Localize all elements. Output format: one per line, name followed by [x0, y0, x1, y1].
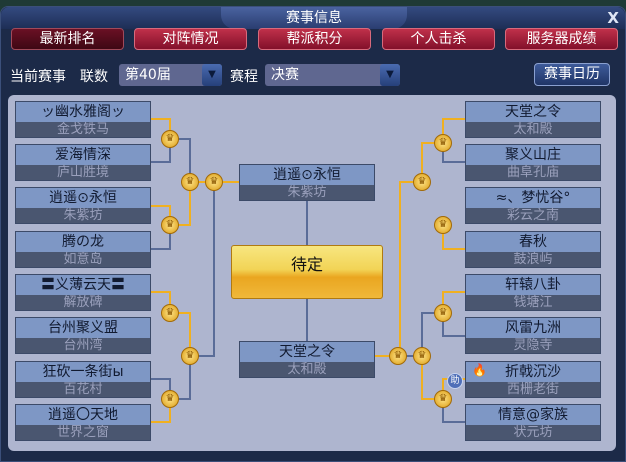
- team-server: 曲阜孔庙: [466, 165, 600, 180]
- right-team-6[interactable]: 风雷九洲灵隐寺: [465, 317, 601, 354]
- left-team-5[interactable]: 〓义薄云天〓解放碑: [15, 274, 151, 311]
- right-team-2[interactable]: 聚义山庄曲阜孔庙: [465, 144, 601, 181]
- trophy-icon: ♛: [181, 347, 199, 365]
- team-server: 太和殿: [466, 122, 600, 137]
- stage-label: 赛程: [230, 69, 258, 85]
- tab-latest-ranking[interactable]: 最新排名: [11, 28, 124, 50]
- trophy-icon: ♛: [389, 347, 407, 365]
- team-name: 风雷九洲: [466, 318, 600, 338]
- trophy-icon: ♛: [434, 390, 452, 408]
- team-server: 百花村: [16, 382, 150, 397]
- team-name: 情意@家族: [466, 405, 600, 425]
- team-server: 太和殿: [240, 362, 374, 377]
- trophy-icon: ♛: [434, 134, 452, 152]
- team-name: 逍遥⊙永恒: [16, 188, 150, 208]
- tab-matchups[interactable]: 对阵情况: [134, 28, 247, 50]
- trophy-icon: ♛: [434, 304, 452, 322]
- team-server: 台州湾: [16, 338, 150, 353]
- team-server: 朱紫坊: [240, 185, 374, 200]
- trophy-icon: ♛: [161, 130, 179, 148]
- team-name: 狂砍一条街ы: [16, 362, 150, 382]
- team-server: 西栅老街: [466, 382, 600, 397]
- left-team-1[interactable]: ッ幽水雅阁ッ金戈铁马: [15, 101, 151, 138]
- trophy-icon: ♛: [413, 347, 431, 365]
- right-team-7[interactable]: 折戟沉沙西栅老街 🔥: [465, 361, 601, 398]
- team-name: 逍遥⊙永恒: [240, 165, 374, 185]
- team-server: 解放碑: [16, 295, 150, 310]
- team-server: 鼓浪屿: [466, 252, 600, 267]
- team-name: 天堂之令: [240, 342, 374, 362]
- window-title: 赛事信息: [221, 7, 407, 29]
- left-team-6[interactable]: 台州聚义盟台州湾: [15, 317, 151, 354]
- team-name: ≈、梦忧谷°: [466, 188, 600, 208]
- team-name: 聚义山庄: [466, 145, 600, 165]
- season-select[interactable]: 第40届 ▼: [119, 64, 222, 86]
- trophy-icon: ♛: [161, 216, 179, 234]
- team-server: 状元坊: [466, 425, 600, 440]
- right-team-8[interactable]: 情意@家族状元坊: [465, 404, 601, 441]
- tab-guild-points[interactable]: 帮派积分: [258, 28, 371, 50]
- team-server: 钱塘江: [466, 295, 600, 310]
- team-server: 彩云之南: [466, 208, 600, 223]
- right-team-1[interactable]: 天堂之令太和殿: [465, 101, 601, 138]
- team-server: 世界之窗: [16, 425, 150, 440]
- team-server: 金戈铁马: [16, 122, 150, 137]
- left-team-3[interactable]: 逍遥⊙永恒朱紫坊: [15, 187, 151, 224]
- stage-select[interactable]: 决赛 ▼: [265, 64, 400, 86]
- title-bar: 赛事信息 X: [1, 7, 625, 29]
- tab-personal-kills[interactable]: 个人击杀: [382, 28, 495, 50]
- team-name: 爱海情深: [16, 145, 150, 165]
- team-name: 〓义薄云天〓: [16, 275, 150, 295]
- season-label: 联数: [80, 69, 108, 85]
- event-calendar-button[interactable]: 赛事日历: [534, 63, 610, 86]
- stage-value: 决赛: [271, 67, 299, 83]
- trophy-icon: ♛: [413, 173, 431, 191]
- trophy-icon: ♛: [161, 390, 179, 408]
- champion-pending-box: 待定: [231, 245, 383, 299]
- team-name: ッ幽水雅阁ッ: [16, 102, 150, 122]
- finalist-top[interactable]: 逍遥⊙永恒朱紫坊: [239, 164, 375, 201]
- team-name: 春秋: [466, 232, 600, 252]
- right-team-3[interactable]: ≈、梦忧谷°彩云之南: [465, 187, 601, 224]
- team-server: 如意岛: [16, 252, 150, 267]
- chevron-down-icon[interactable]: ▼: [202, 64, 222, 86]
- team-name: 天堂之令: [466, 102, 600, 122]
- finalist-bottom[interactable]: 天堂之令太和殿: [239, 341, 375, 378]
- team-server: 灵隐寺: [466, 338, 600, 353]
- right-team-4[interactable]: 春秋鼓浪屿: [465, 231, 601, 268]
- team-name: 逍遥〇天地: [16, 405, 150, 425]
- trophy-icon: ♛: [181, 173, 199, 191]
- team-server: 朱紫坊: [16, 208, 150, 223]
- season-value: 第40届: [125, 67, 171, 83]
- tab-server-results[interactable]: 服务器成绩: [505, 28, 618, 50]
- right-team-5[interactable]: 轩辕八卦钱塘江: [465, 274, 601, 311]
- team-name: 台州聚义盟: [16, 318, 150, 338]
- close-icon[interactable]: X: [607, 9, 619, 27]
- fire-icon: 🔥: [472, 363, 487, 377]
- team-server: 庐山胜境: [16, 165, 150, 180]
- trophy-icon: ♛: [161, 304, 179, 322]
- team-name: 轩辕八卦: [466, 275, 600, 295]
- assist-badge[interactable]: 助: [447, 373, 463, 389]
- team-name: 折戟沉沙: [466, 362, 600, 382]
- left-team-4[interactable]: 腾の龙如意岛: [15, 231, 151, 268]
- team-name: 腾の龙: [16, 232, 150, 252]
- left-team-2[interactable]: 爱海情深庐山胜境: [15, 144, 151, 181]
- chevron-down-icon[interactable]: ▼: [380, 64, 400, 86]
- trophy-icon: ♛: [205, 173, 223, 191]
- trophy-icon: ♛: [434, 216, 452, 234]
- left-team-8[interactable]: 逍遥〇天地世界之窗: [15, 404, 151, 441]
- current-event-label: 当前赛事: [10, 69, 66, 85]
